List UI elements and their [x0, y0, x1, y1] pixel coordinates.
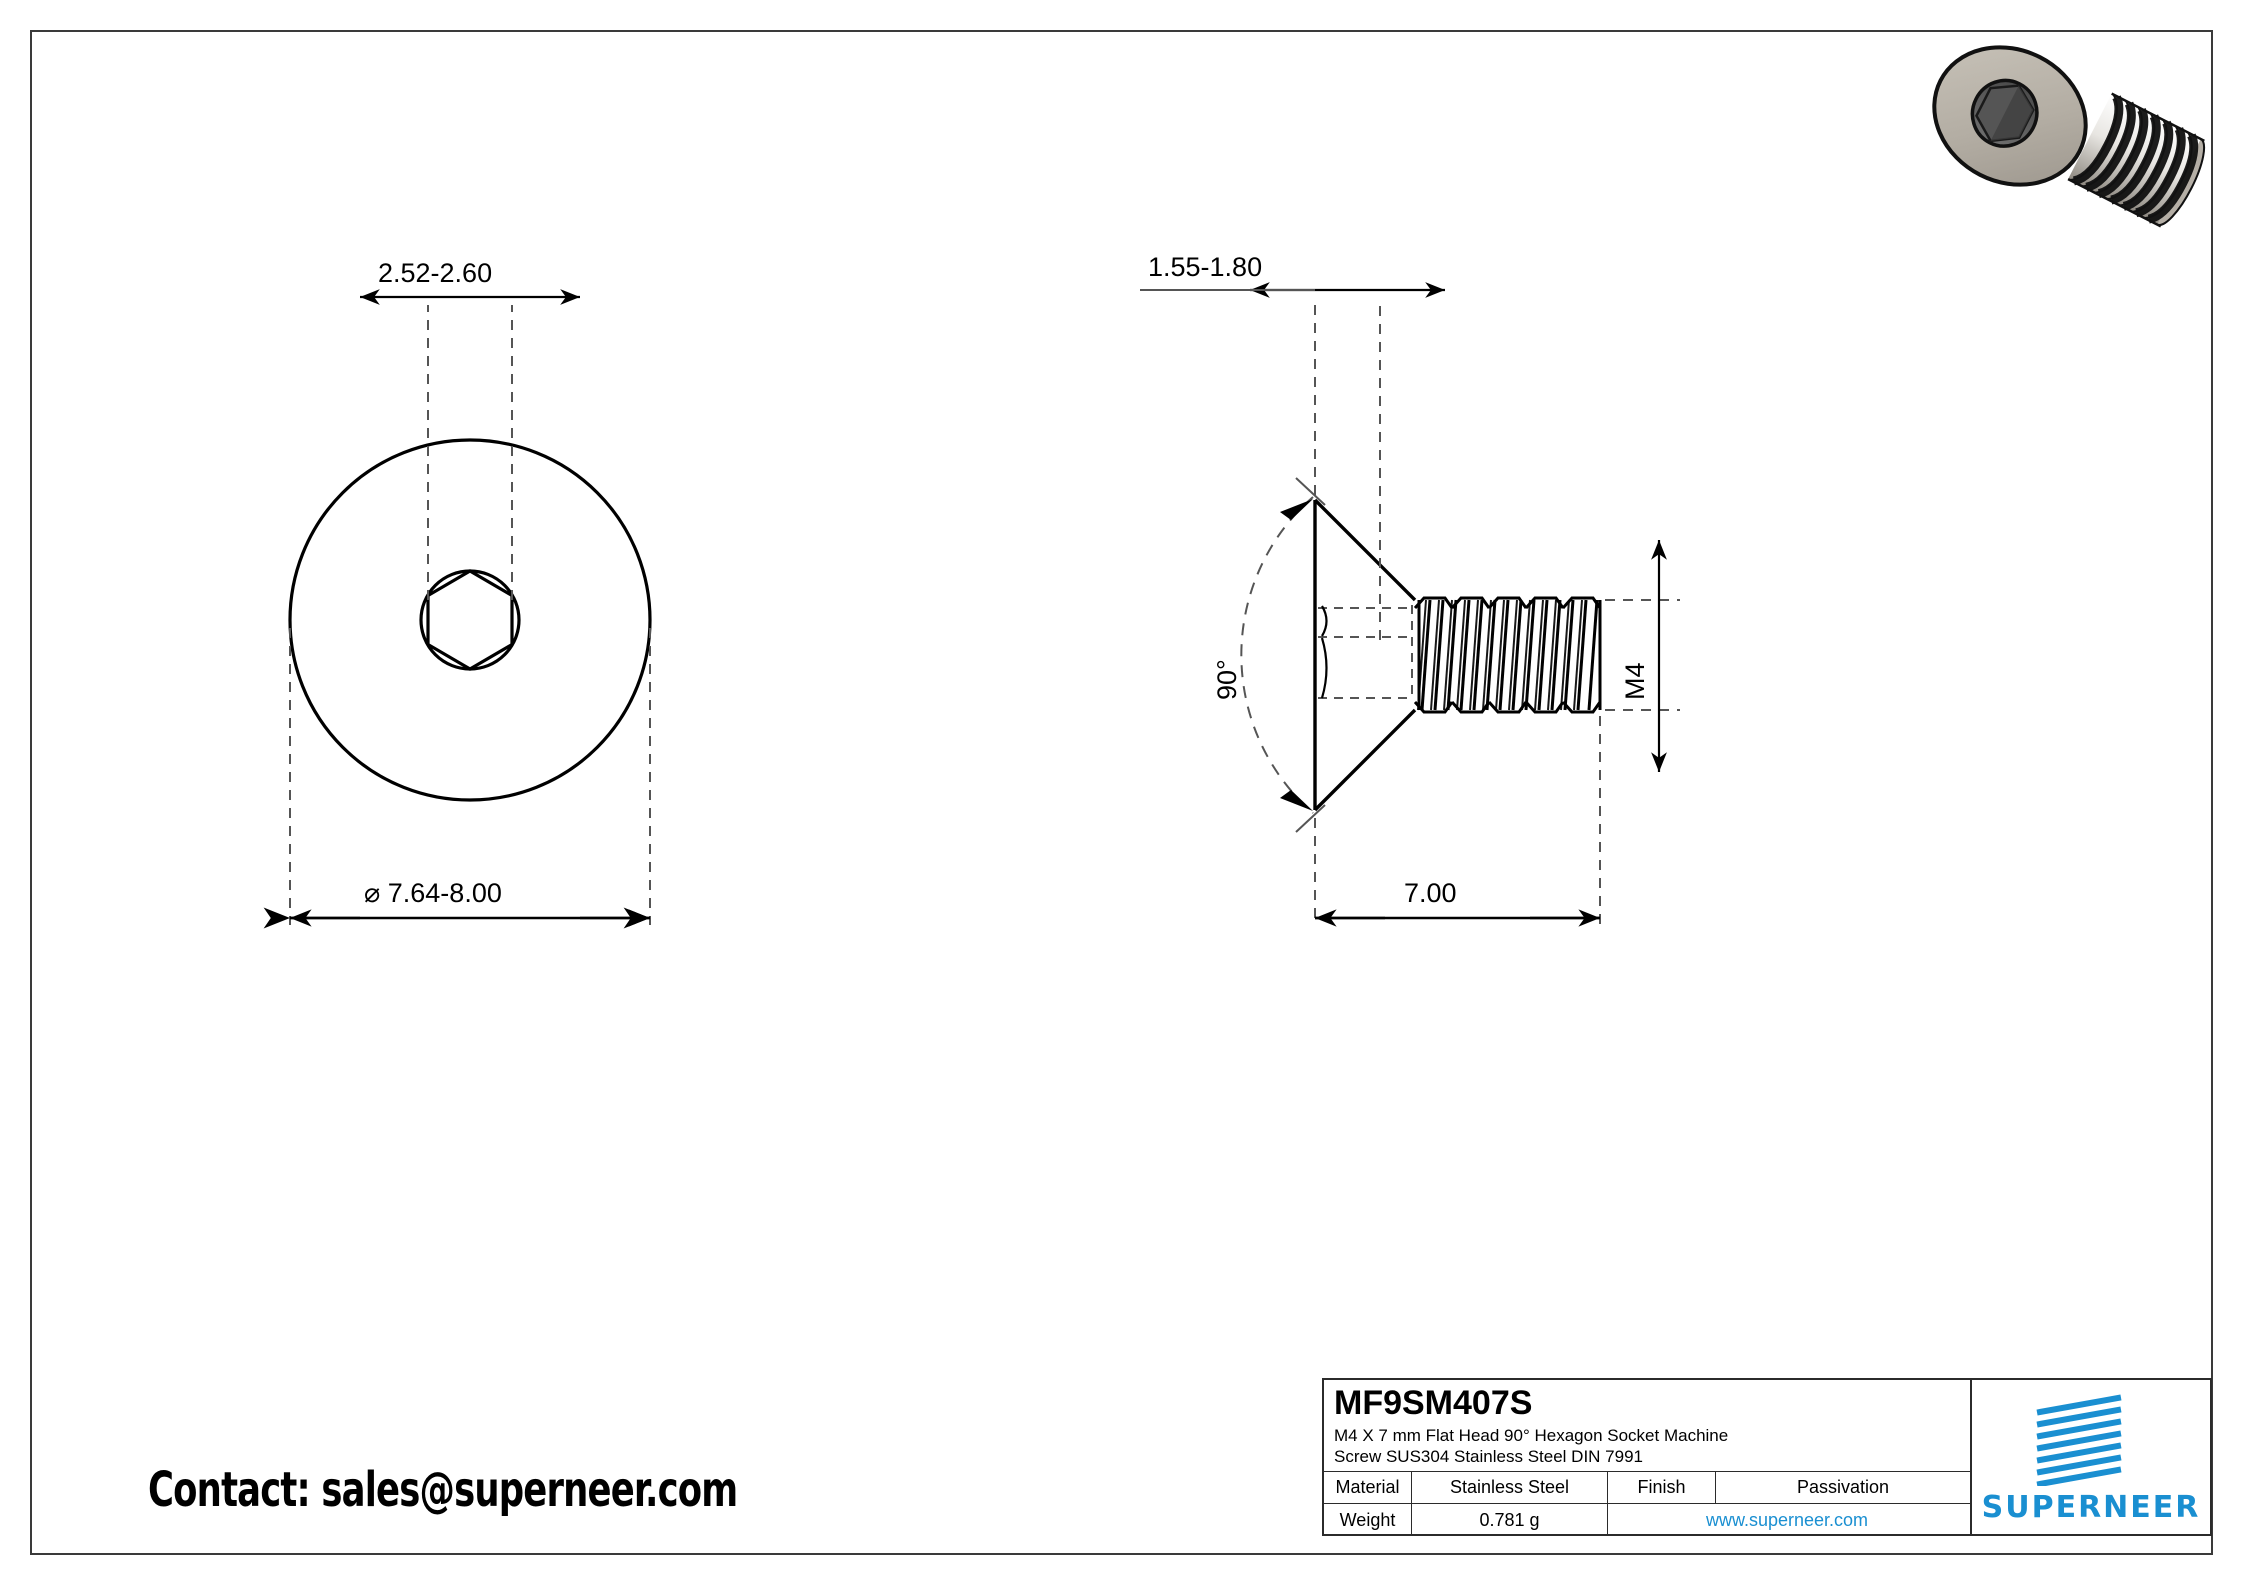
weight-row: Weight 0.781 g www.superneer.com [1324, 1504, 1970, 1536]
logo-wordmark: SUPERNEER [1981, 1490, 2201, 1525]
superneer-mark-icon [2036, 1394, 2122, 1486]
description-line-2: Screw SUS304 Stainless Steel DIN 7991 [1334, 1447, 1643, 1466]
website-link[interactable]: www.superneer.com [1705, 1509, 1869, 1530]
dim-head-angle: 90° [1212, 659, 1242, 700]
contact-line: Contact: sales@superneer.com [148, 1462, 738, 1518]
dim-head-height: 1.55-1.80 [1148, 252, 1263, 282]
weight-value: 0.781 g [1412, 1504, 1608, 1536]
dim-screw-length: 7.00 [1404, 878, 1457, 908]
part-description: M4 X 7 mm Flat Head 90° Hexagon Socket M… [1334, 1425, 1970, 1467]
material-label: Material [1324, 1472, 1412, 1503]
description-line-1: M4 X 7 mm Flat Head 90° Hexagon Socket M… [1334, 1426, 1729, 1445]
dim-head-diameter: ⌀ 7.64-8.00 [364, 878, 502, 908]
dim-thread-size: M4 [1620, 662, 1650, 700]
title-block: MF9SM407S M4 X 7 mm Flat Head 90° Hexago… [1322, 1378, 1972, 1536]
finish-label: Finish [1608, 1472, 1716, 1503]
material-row: Material Stainless Steel Finish Passivat… [1324, 1472, 1970, 1504]
weight-label: Weight [1324, 1504, 1412, 1536]
drawing-frame [30, 30, 2213, 1555]
part-number: MF9SM407S [1334, 1384, 1533, 1422]
logo-block: SUPERNEER [1972, 1378, 2212, 1536]
material-value: Stainless Steel [1412, 1472, 1608, 1503]
title-block-description: MF9SM407S M4 X 7 mm Flat Head 90° Hexago… [1324, 1380, 1970, 1472]
dim-socket-width: 2.52-2.60 [378, 258, 493, 288]
finish-value: Passivation [1796, 1477, 1890, 1497]
